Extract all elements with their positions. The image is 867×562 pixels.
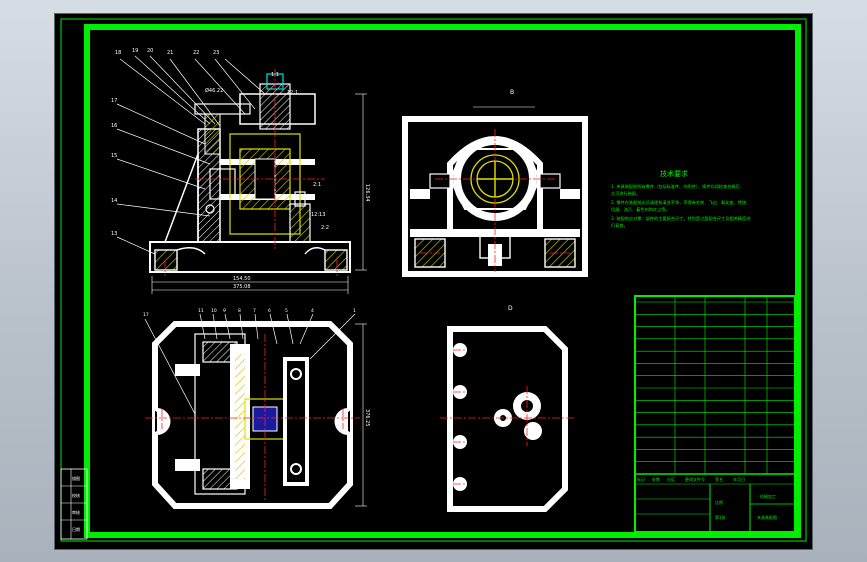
tb-footer-2: 处数 [652,476,660,482]
svg-text:10: 10 [211,308,217,314]
technical-notes: 技术要求 1. 夹具装配前所有零件（包括标准件、外购件）、铸件均须检查合格后 方… [611,169,751,229]
tb-footer-4: 更改文件号 [685,476,705,482]
tb-sheet: 第1张 [715,514,726,520]
svg-text:16: 16 [111,123,117,129]
tb-footer-6: 年月日 [733,476,745,482]
notes-line-6: 行复查。 [611,222,628,229]
left-table-label-3: 审核 [72,509,80,515]
svg-text:23: 23 [213,50,219,56]
svg-text:17: 17 [143,312,149,318]
svg-text:21: 21 [167,50,173,56]
section-b-label: B [510,89,514,96]
tb-footer-1: 标记 [637,476,645,482]
svg-text:9: 9 [223,308,226,314]
svg-text:19: 19 [132,48,138,54]
section-d-label: D [508,305,513,312]
svg-text:18: 18 [115,50,121,56]
svg-text:1: 1 [353,308,356,314]
svg-text:14: 14 [111,198,117,204]
left-table-label-4: 日期 [72,526,80,532]
front-view: 18 19 20 21 22 23 17 16 15 14 13 [111,48,370,294]
plan-view: 17 11 10 9 8 7 6 5 4 1 [143,308,370,509]
front-mark-5: 2:2 [321,225,329,231]
svg-text:6: 6 [268,308,271,314]
notes-line-4: 切屑、油污、着色剂和灰尘等。 [611,206,670,213]
title-block: 标记 处数 分区 更改文件号 签名 年月日 比例 第1张 机械加工 夹具装配图 [634,295,796,533]
notes-line-1: 1. 夹具装配前所有零件（包括标准件、外购件）、铸件均须检查合格后 [611,183,740,190]
svg-text:22: 22 [193,50,199,56]
svg-text:13: 13 [111,231,117,237]
left-table-label-2: 校核 [72,492,80,498]
svg-text:8: 8 [238,308,241,314]
front-mark-1: 2:1 [313,182,321,188]
notes-line-5: 3. 装配前应对零、部件的主要配合尺寸，特别是过盈配合尺寸及相关精度进 [611,215,751,222]
left-revision-table: 描图 校核 审核 日期 [60,468,88,540]
tb-company: 机械加工 [760,493,776,499]
tb-footer-5: 签名 [715,476,723,482]
left-table-label-1: 描图 [72,475,80,481]
notes-line-2: 方可进行装配。 [611,190,640,197]
svg-text:11: 11 [198,308,204,314]
front-dim-1: 154.50 [233,276,251,282]
tb-drawing-name: 夹具装配图 [757,514,777,520]
front-dim-right: 126.34 [364,184,370,202]
section-d-view: D [440,305,575,512]
front-mark-4: 12:13 [311,212,325,218]
inner-frame [84,24,801,538]
tb-scale: 比例 [715,499,723,505]
outer-border [60,18,807,542]
section-b-view: B [402,89,588,277]
notes-title: 技术要求 [660,169,688,178]
notes-line-3: 2. 零件在装配前必须清理和清洗干净，不得有毛刺、飞边、氧化皮、锈蚀、 [611,199,750,206]
plan-dim-right: 376.25 [364,409,370,427]
svg-text:17: 17 [111,98,117,104]
front-mark-3: 12:1 [287,90,298,96]
front-mark-2: 1:1 [271,72,279,78]
svg-text:15: 15 [111,153,117,159]
svg-text:5: 5 [285,308,288,314]
front-dim-2: 375.08 [233,284,251,290]
svg-text:4: 4 [311,308,314,314]
front-annotation: Ø46.22 [205,87,223,94]
svg-text:7: 7 [253,308,256,314]
svg-text:20: 20 [147,48,153,54]
tb-footer-3: 分区 [667,476,675,482]
